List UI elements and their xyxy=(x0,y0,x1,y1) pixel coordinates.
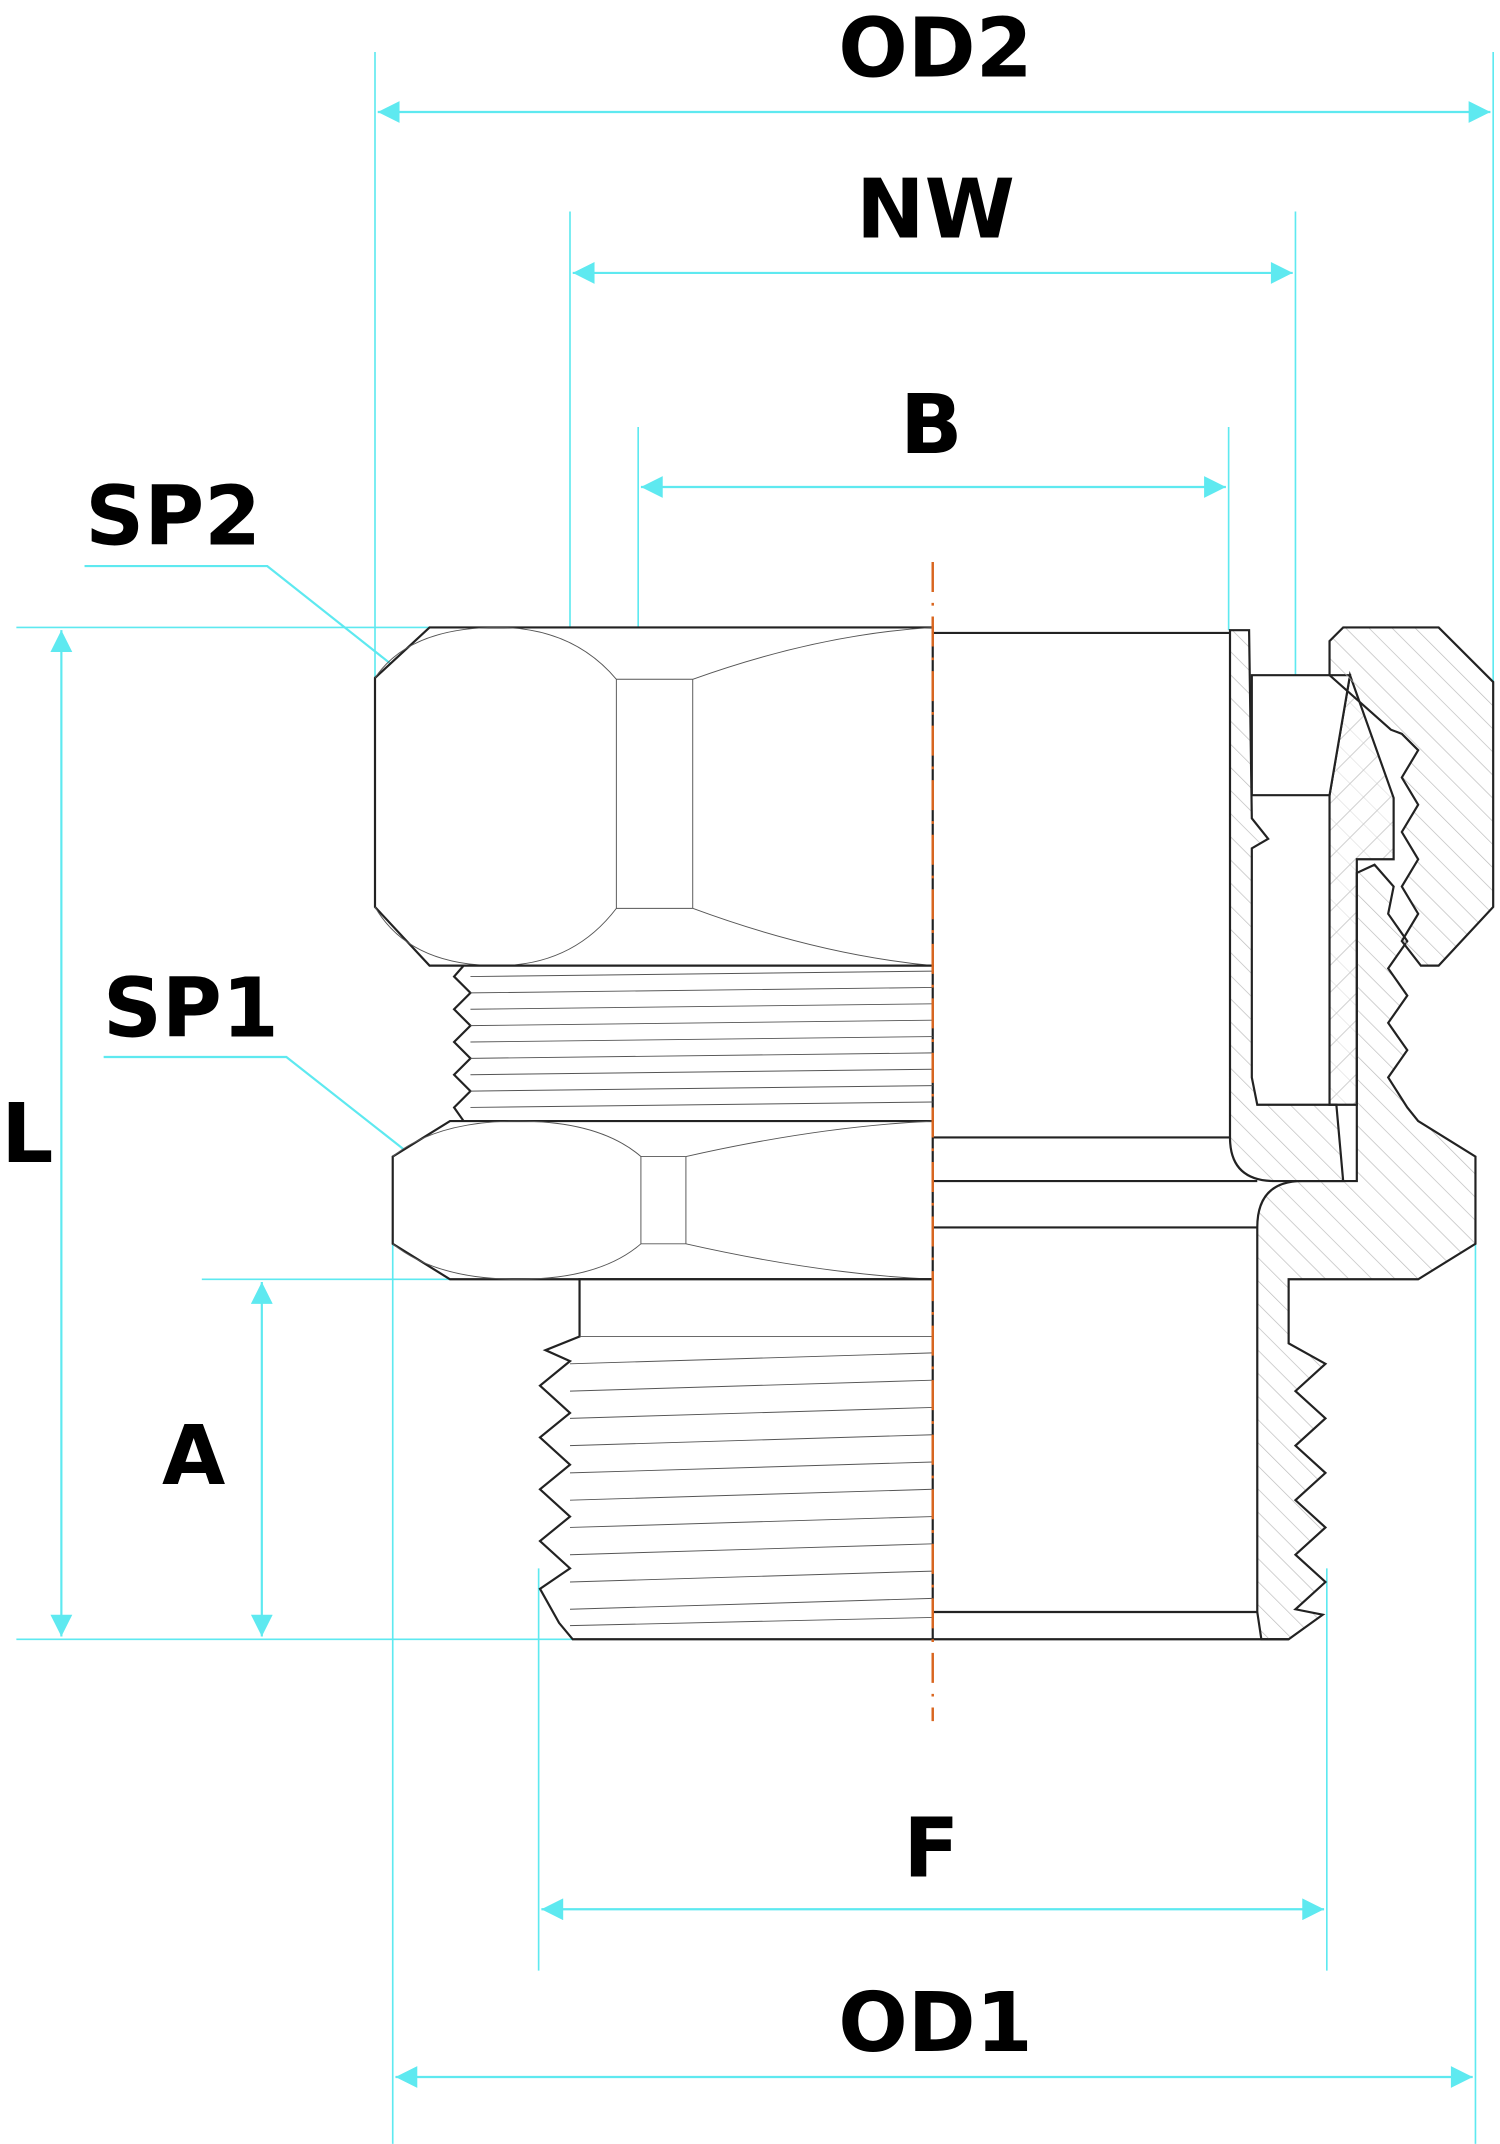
label-f: F xyxy=(903,1802,959,1897)
dimension-labels: OD2 NW B SP2 SP1 L A F OD1 xyxy=(1,2,1032,2072)
fitting-exterior-view xyxy=(373,626,934,1641)
label-sp2: SP2 xyxy=(85,469,261,564)
label-a: A xyxy=(162,1409,225,1504)
label-sp1: SP1 xyxy=(103,962,279,1057)
extension-lines xyxy=(16,51,1494,2144)
label-l: L xyxy=(1,1087,53,1182)
label-od2: OD2 xyxy=(838,2,1032,97)
fitting-section-view xyxy=(932,626,1495,1641)
label-od1: OD1 xyxy=(838,1976,1032,2071)
label-b: B xyxy=(900,378,962,473)
label-nw: NW xyxy=(856,162,1015,257)
